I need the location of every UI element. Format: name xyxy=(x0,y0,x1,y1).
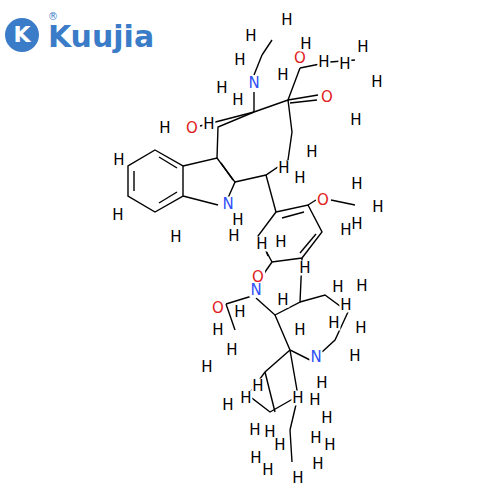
atom-label: O xyxy=(293,51,307,66)
atom-label: H xyxy=(233,53,246,68)
atom-label: H xyxy=(339,298,352,313)
bonds xyxy=(128,40,355,462)
atom-label: H xyxy=(276,68,289,83)
atom-label: H xyxy=(371,200,384,215)
atom-label: H xyxy=(311,457,324,472)
atom-label: H xyxy=(276,293,289,308)
atom-label: H xyxy=(309,431,322,446)
atom-label: H xyxy=(291,391,304,406)
atom-label: H xyxy=(356,40,369,55)
atom-label: H xyxy=(280,13,293,28)
atom-label: H xyxy=(305,145,318,160)
atom-label: H xyxy=(331,280,344,295)
atom-label: H xyxy=(244,29,257,44)
atom-label: H xyxy=(200,360,213,375)
atom-label: H xyxy=(169,230,182,245)
atom-label: H xyxy=(248,423,261,438)
atom-label: H xyxy=(274,235,287,250)
atom-label: H xyxy=(339,223,352,238)
atom-label: H xyxy=(298,261,311,276)
atom-label: H xyxy=(323,438,336,453)
atom-label: H xyxy=(111,208,124,223)
atom-label: H xyxy=(231,93,244,108)
atom-label: H xyxy=(215,81,228,96)
atom-label: H xyxy=(317,55,330,70)
atom-label: H xyxy=(315,376,328,391)
logo-text: ® xyxy=(47,12,59,22)
atom-label: H xyxy=(233,305,246,320)
atom-label: H xyxy=(349,113,362,128)
atom-label: O xyxy=(320,90,334,105)
atom-label: H xyxy=(255,237,268,252)
atom-label: H xyxy=(277,161,290,176)
atom-label: H xyxy=(355,279,368,294)
logo-circle xyxy=(5,18,39,52)
atom-label: N xyxy=(309,350,322,365)
atom-label: H xyxy=(112,153,125,168)
atom-label: H xyxy=(320,411,333,426)
atom-label: N xyxy=(247,76,260,91)
atom-label: H xyxy=(211,323,224,338)
atom-label: H xyxy=(291,471,304,486)
atom-label: H xyxy=(299,37,312,52)
atom-label: H xyxy=(225,343,238,358)
atom-label: H xyxy=(348,349,361,364)
atom-label: O xyxy=(316,193,330,208)
atom-label: H xyxy=(261,463,274,478)
atom-label: H xyxy=(221,398,234,413)
atom-label: H xyxy=(327,316,340,331)
atom-label: H xyxy=(293,171,306,186)
atom-label: H xyxy=(308,393,321,408)
atom-label: H xyxy=(293,323,306,338)
atom-label: H xyxy=(158,121,171,136)
atom-label: H xyxy=(231,213,244,228)
atom-label: N xyxy=(221,197,234,212)
logo-text: Kuujia xyxy=(47,22,155,52)
atom-label: H xyxy=(350,177,363,192)
atom-label: H xyxy=(227,229,240,244)
atom-label: H xyxy=(202,117,215,132)
atom-label: N xyxy=(249,283,262,298)
atom-label: H xyxy=(370,75,383,90)
atom-label: O xyxy=(211,301,225,316)
atom-label: H xyxy=(273,438,286,453)
atom-label: O xyxy=(185,121,199,136)
atom-label: H xyxy=(354,321,367,336)
atom-label: H xyxy=(338,57,351,72)
atom-label: H xyxy=(251,379,264,394)
logo-text: K xyxy=(12,24,31,46)
